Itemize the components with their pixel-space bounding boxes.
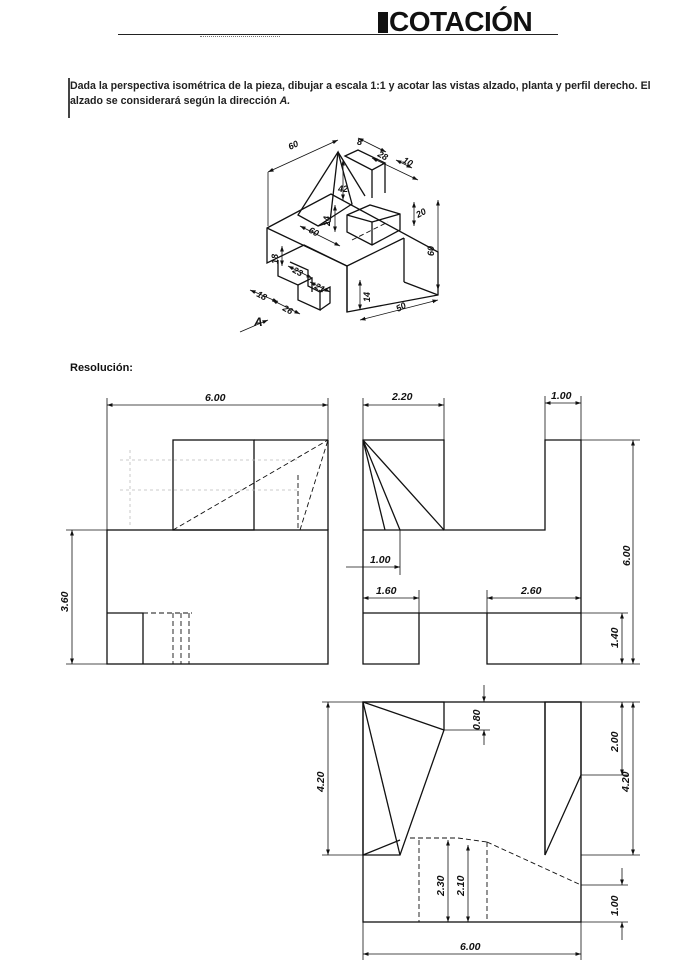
front-dim-width: 6.00: [205, 392, 226, 404]
stmt-text-2: la perspectiva: [95, 80, 173, 92]
direction-a-label: A: [253, 315, 263, 329]
front-upper-block: [172, 439, 255, 531]
profile-dim-2-20: 2.20: [391, 391, 413, 403]
profile-outline: [362, 439, 582, 665]
iso-dim-60-top: 60: [287, 139, 300, 152]
iso-dim-20: 20: [413, 206, 427, 220]
iso-dim-60-right: 60: [426, 246, 436, 256]
profile-dim-6-00: 6.00: [621, 545, 633, 566]
iso-dim-50: 50: [394, 300, 408, 314]
iso-dim-23: 23: [290, 264, 304, 278]
header-rule: [118, 34, 558, 35]
plan-dim-1-00: 1.00: [609, 895, 621, 916]
page-title: COTACIÓN: [378, 6, 533, 38]
front-dim-height: 3.60: [59, 591, 71, 612]
plan-upright-outline: [544, 701, 582, 856]
front-base-rect: [106, 529, 329, 665]
page-title-text: COTACIÓN: [389, 6, 533, 37]
stmt-italic-7: A.: [279, 95, 291, 108]
direction-a-arrow: [239, 319, 269, 333]
header-rule-faint: [200, 36, 280, 37]
iso-dim-21: 21: [312, 280, 326, 294]
stmt-text-6: según la dirección: [180, 95, 280, 108]
iso-dim-18-bottom: 18: [255, 289, 269, 303]
title-marker-icon: [378, 12, 388, 33]
plan-outline: [362, 701, 582, 923]
iso-dim-10: 10: [401, 155, 415, 169]
front-view: 6.00 3.60: [59, 392, 329, 665]
resolution-label: Resolución:: [70, 362, 133, 374]
profile-dim-1-60: 1.60: [376, 585, 397, 597]
plan-dim-2-10: 2.10: [455, 875, 467, 897]
stmt-bold-3: isométrica: [172, 80, 226, 92]
iso-dim-60-inner: 60: [307, 225, 321, 239]
profile-view: 2.20 1.00 1.00 1.60 2.60 6.00 1.40: [346, 390, 640, 665]
plan-dim-0-80: 0.80: [471, 709, 483, 730]
profile-dim-1-00-top: 1.00: [551, 390, 572, 402]
statement-bar: [68, 78, 70, 118]
plan-dim-2-30: 2.30: [435, 875, 447, 897]
iso-dim-26: 26: [280, 302, 295, 316]
iso-dim-24: 24: [322, 216, 332, 227]
iso-dim-28: 28: [375, 148, 389, 162]
iso-dim-8: 8: [357, 137, 362, 147]
stmt-bold-5: considerará: [120, 95, 181, 108]
profile-dim-2-60: 2.60: [520, 585, 542, 597]
iso-dim-42: 42: [337, 184, 348, 194]
plan-dim-4-20-left: 4.20: [315, 771, 327, 793]
exercise-statement: Dada la perspectiva isométrica de la pie…: [70, 79, 670, 110]
iso-wedge-block: [346, 204, 401, 246]
iso-dim-14: 14: [362, 292, 372, 302]
profile-dim-1-40: 1.40: [609, 627, 621, 648]
iso-dim-18-left: 18: [270, 254, 280, 264]
profile-dim-1-00-mid: 1.00: [370, 554, 391, 566]
stmt-bold-1: Dada: [70, 80, 96, 92]
stmt-text-4: de la pieza, dibujar a escala 1:1 y acot…: [70, 80, 651, 108]
plan-view: 0.80 4.20 2.00 4.20 2.30 2.10 1.00 6.00: [315, 685, 640, 960]
plan-dim-6-00: 6.00: [460, 941, 481, 953]
plan-dim-4-20-right: 4.20: [620, 771, 632, 793]
plan-pyramid-outline: [362, 701, 445, 856]
iso-base-outline: [266, 193, 439, 313]
plan-dim-2-00: 2.00: [609, 731, 621, 753]
isometric-view: 60 8 28 10 42 24 20 60 60 18 23 21 18 26…: [239, 137, 440, 333]
